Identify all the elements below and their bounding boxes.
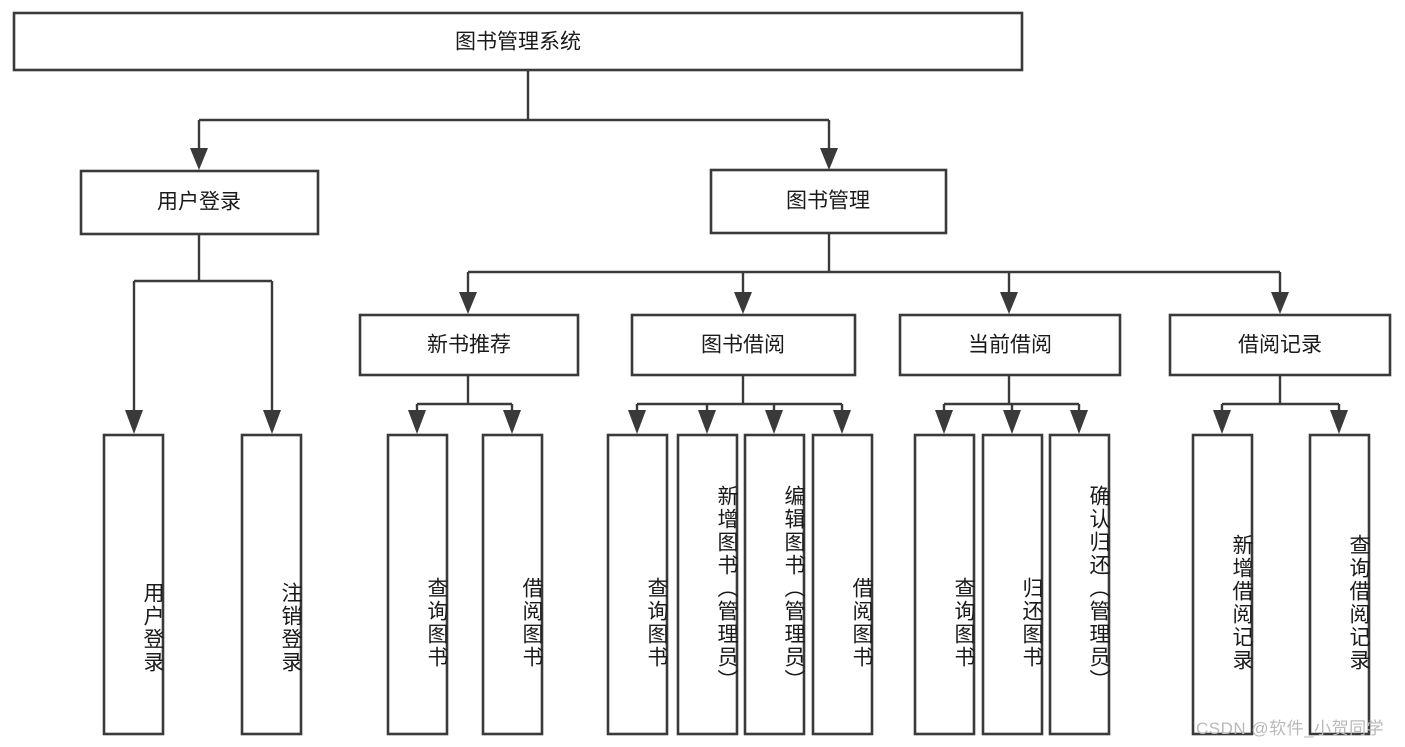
node-root[interactable]: 图书管理系统 [12, 11, 1024, 72]
arrow-head-cb-leaf-1 [935, 410, 953, 434]
node-book-manage-label: 图书管理 [786, 190, 870, 213]
node-leaf-confirm-return-box[interactable] [1048, 433, 1111, 736]
arrow-head-cb-leaf-2 [1003, 410, 1021, 434]
arrow-head-book-manage [820, 148, 838, 170]
connector-group-current-borrow-children [935, 375, 1088, 434]
node-book-borrow-label: 图书借阅 [701, 334, 785, 357]
connector-group-new-book-children [408, 375, 521, 434]
arrow-head-nb-leaf-1 [408, 410, 426, 434]
connector-group-borrow-record-children [1213, 375, 1348, 434]
arrow-head-bb-leaf-2 [698, 410, 716, 434]
node-user-login-box[interactable] [79, 169, 320, 236]
arrow-head-current-borrow [1000, 292, 1018, 314]
arrow-head-bb-leaf-4 [833, 410, 851, 434]
node-book-manage-box[interactable] [709, 168, 948, 235]
node-current-borrow-label: 当前借阅 [968, 334, 1052, 357]
arrow-head-leaf-logout [263, 410, 281, 434]
arrow-head-bb-leaf-3 [765, 410, 783, 434]
node-borrow-record[interactable]: 借阅记录 [1168, 313, 1392, 377]
node-leaf-borrow-book-nb-box[interactable] [481, 433, 544, 736]
node-new-book-recommend[interactable]: 新书推荐 [358, 313, 580, 377]
node-book-manage[interactable]: 图书管理 [709, 168, 948, 235]
arrow-head-leaf-user-login [125, 410, 143, 434]
arrow-head-nb-leaf-2 [503, 410, 521, 434]
node-leaf-query-book-cb-box[interactable] [913, 433, 976, 736]
node-leaf-query-book-bb-box[interactable] [606, 433, 669, 736]
node-root-box[interactable] [12, 11, 1024, 72]
node-leaf-borrow-book-bb-box[interactable] [811, 433, 874, 736]
csdn-watermark: CSDN @软件_小贺同学 [1196, 719, 1385, 738]
arrow-head-bb-leaf-1 [628, 410, 646, 434]
node-leaf-add-record-box[interactable] [1191, 433, 1254, 736]
connector-group-book-borrow-children [628, 375, 851, 434]
node-leaf-add-book-box[interactable] [676, 433, 739, 736]
node-leaf-query-record-box[interactable] [1308, 433, 1371, 736]
node-root-label: 图书管理系统 [455, 31, 581, 54]
arrow-head-user-login [190, 148, 208, 170]
arrow-head-book-borrow [734, 292, 752, 314]
connector-group-user-login-children [125, 234, 281, 434]
node-leaf-return-book-box[interactable] [981, 433, 1044, 736]
node-current-borrow[interactable]: 当前借阅 [898, 313, 1122, 377]
arrow-head-cb-leaf-3 [1070, 410, 1088, 434]
node-book-borrow-box[interactable] [630, 313, 857, 377]
node-borrow-record-label: 借阅记录 [1238, 334, 1322, 357]
node-borrow-record-box[interactable] [1168, 313, 1392, 377]
arrow-head-br-leaf-1 [1213, 410, 1231, 434]
node-new-book-recommend-label: 新书推荐 [427, 334, 511, 357]
node-current-borrow-box[interactable] [898, 313, 1122, 377]
node-user-login-label: 用户登录 [157, 191, 241, 214]
connector-group-root-to-level2 [190, 70, 838, 170]
node-leaf-edit-book-box[interactable] [743, 433, 806, 736]
node-new-book-recommend-box[interactable] [358, 313, 580, 377]
arrow-head-new-book [459, 292, 477, 314]
node-leaf-logout-box[interactable] [240, 433, 303, 736]
node-book-borrow[interactable]: 图书借阅 [630, 313, 857, 377]
node-leaf-query-book-nb-box[interactable] [386, 433, 449, 736]
arrow-head-br-leaf-2 [1330, 410, 1348, 434]
node-leaf-user-login-box[interactable] [102, 433, 165, 736]
connector-group-book-manage-children [459, 233, 1289, 314]
node-user-login[interactable]: 用户登录 [79, 169, 320, 236]
arrow-head-borrow-record [1271, 292, 1289, 314]
